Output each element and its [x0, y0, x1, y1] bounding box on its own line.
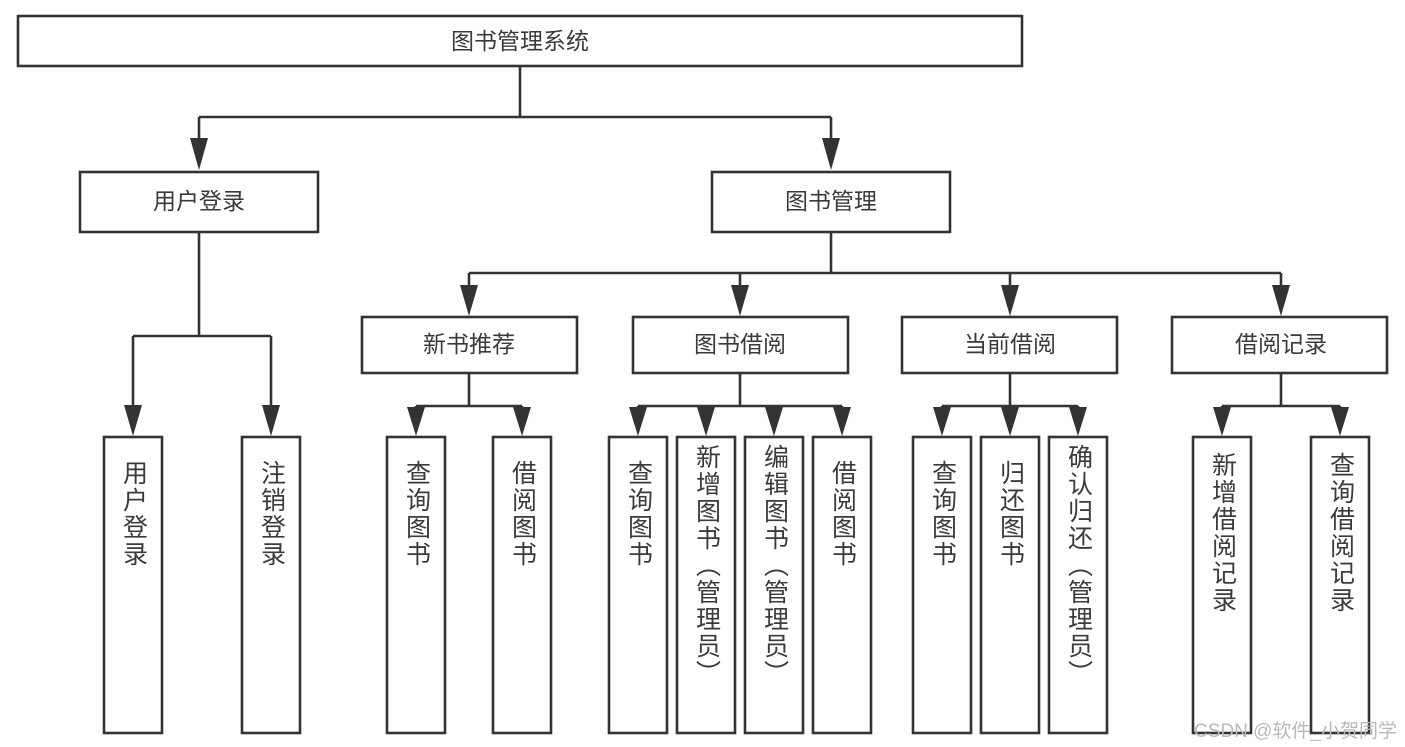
node-label: 当前借阅: [964, 331, 1056, 357]
connector-root-to-level2: [190, 66, 840, 170]
node-box: [607, 435, 669, 735]
node-label: 用户登录: [153, 188, 245, 214]
arrow-head-icon: [697, 407, 715, 436]
node-label: 图书借阅: [694, 331, 786, 357]
node-borrow-record[interactable]: 借阅记录: [1170, 315, 1389, 375]
arrow-head-icon: [933, 407, 951, 436]
arrow-head-icon: [1213, 407, 1231, 436]
arrow-head-icon: [765, 407, 783, 436]
node-box: [710, 170, 952, 234]
arrow-head-icon: [407, 407, 425, 436]
node-box: [240, 435, 302, 735]
node-box: [385, 435, 447, 735]
node-leaf-query-book-recommend[interactable]: [385, 435, 447, 735]
arrow-head-icon: [731, 285, 749, 316]
node-box: [743, 435, 805, 735]
node-box: [1047, 435, 1109, 735]
node-box: [102, 435, 164, 735]
node-box: [811, 435, 873, 735]
node-user-login[interactable]: 用户登录: [78, 170, 320, 234]
node-book-borrow[interactable]: 图书借阅: [631, 315, 850, 375]
node-root-system[interactable]: 图书管理系统: [16, 14, 1024, 68]
connector-borrowrecord-to-leaves: [1213, 373, 1349, 436]
arrow-head-icon: [513, 407, 531, 436]
node-leaf-query-book-borrow[interactable]: [607, 435, 669, 735]
node-leaf-add-book-admin[interactable]: [675, 435, 737, 735]
node-box: [360, 315, 579, 375]
node-new-book-recommend[interactable]: 新书推荐: [360, 315, 579, 375]
arrow-head-icon: [833, 407, 851, 436]
node-leaf-logout[interactable]: [240, 435, 302, 735]
node-label: 图书管理: [785, 188, 877, 214]
arrow-head-icon: [1001, 285, 1019, 316]
node-box: [78, 170, 320, 234]
arrow-head-icon: [629, 407, 647, 436]
connector-currentborrow-to-leaves: [933, 373, 1087, 436]
arrow-head-icon: [1001, 407, 1019, 436]
arrow-head-icon: [460, 285, 478, 316]
node-box: [491, 435, 553, 735]
arrow-head-icon: [190, 138, 208, 170]
arrow-head-icon: [1069, 407, 1087, 436]
connector-bookmgmt-to-level3: [460, 232, 1290, 316]
connector-userlogin-to-leaves: [124, 232, 280, 436]
arrow-head-icon: [124, 405, 142, 436]
node-label: 借阅记录: [1235, 331, 1327, 357]
node-box: [16, 14, 1024, 68]
node-leaf-user-login[interactable]: [102, 435, 164, 735]
connector-bookborrow-to-leaves: [629, 373, 851, 436]
node-leaf-borrow-book[interactable]: [811, 435, 873, 735]
node-box: [900, 315, 1119, 375]
node-leaf-query-borrow-record[interactable]: [1309, 435, 1371, 735]
node-leaf-query-book-current[interactable]: [911, 435, 973, 735]
node-book-management[interactable]: 图书管理: [710, 170, 952, 234]
arrow-head-icon: [1272, 285, 1290, 316]
arrow-head-icon: [262, 405, 280, 436]
node-box: [979, 435, 1041, 735]
node-leaf-borrow-book-recommend[interactable]: [491, 435, 553, 735]
node-box: [1309, 435, 1371, 735]
arrow-head-icon: [822, 138, 840, 170]
node-label: 新书推荐: [423, 331, 515, 357]
node-leaf-add-borrow-record[interactable]: [1191, 435, 1253, 735]
node-box: [631, 315, 850, 375]
node-current-borrow[interactable]: 当前借阅: [900, 315, 1119, 375]
node-label: 图书管理系统: [451, 28, 589, 54]
node-leaf-return-book[interactable]: [979, 435, 1041, 735]
node-box: [911, 435, 973, 735]
arrow-head-icon: [1331, 407, 1349, 436]
node-box: [675, 435, 737, 735]
node-leaf-confirm-return-admin[interactable]: [1047, 435, 1109, 735]
node-box: [1170, 315, 1389, 375]
node-box: [1191, 435, 1253, 735]
node-leaf-edit-book-admin[interactable]: [743, 435, 805, 735]
connector-newbook-to-leaves: [407, 373, 531, 436]
